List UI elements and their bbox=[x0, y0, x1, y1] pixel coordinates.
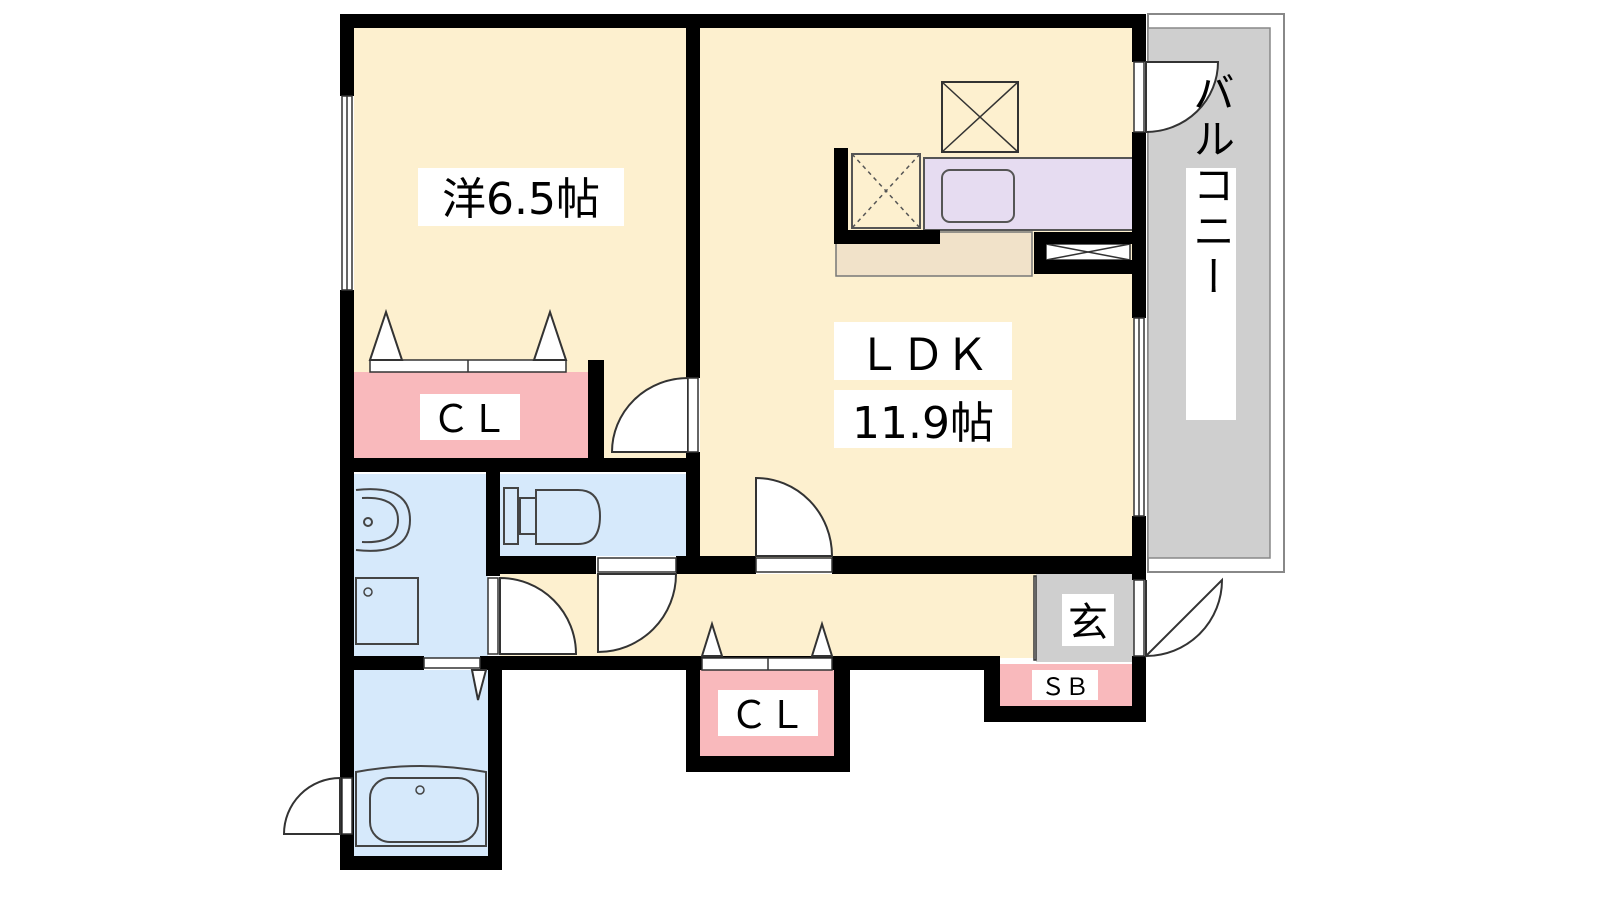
walls bbox=[340, 14, 1146, 870]
closet-bedroom-label: ＣＬ bbox=[432, 397, 508, 441]
bedroom-door bbox=[610, 376, 689, 453]
toilet-door bbox=[597, 573, 678, 654]
western-room-label: 洋6.5帖 bbox=[442, 174, 600, 225]
labels: 洋6.5帖 ＬＤＫ 11.9帖 ＣＬ ＣＬ バルコニー 玄 ＳＢ bbox=[418, 71, 1236, 737]
closet-hall-door bbox=[701, 657, 833, 671]
ldk-room-label: ＬＤＫ bbox=[857, 330, 989, 381]
hallway-fill bbox=[500, 574, 1036, 658]
ldk-room-size: 11.9帖 bbox=[852, 398, 994, 449]
closet-door-arrows bbox=[368, 308, 834, 701]
fixtures bbox=[355, 487, 602, 847]
washbasin-icon bbox=[355, 488, 412, 552]
bath-exterior-door bbox=[282, 776, 341, 835]
bathtub-icon bbox=[355, 765, 487, 847]
kitchen-sink-icon bbox=[941, 169, 1015, 223]
entrance-label: 玄 bbox=[1068, 600, 1108, 646]
balcony-door bbox=[1145, 61, 1220, 134]
ldk-door bbox=[755, 476, 834, 557]
washroom-door bbox=[499, 576, 578, 655]
toilet-icon bbox=[503, 487, 602, 545]
washing-machine-icon bbox=[355, 577, 419, 645]
balcony-label: バルコニー bbox=[1187, 71, 1236, 301]
ldk-room-fill bbox=[700, 28, 1134, 562]
shoe-box-label: ＳＢ bbox=[1041, 673, 1089, 701]
door-swings bbox=[282, 61, 1224, 835]
closet-hall-label: ＣＬ bbox=[730, 693, 806, 737]
door-frames bbox=[341, 61, 1145, 835]
entrance-door bbox=[1145, 577, 1224, 659]
windows bbox=[341, 95, 1145, 671]
